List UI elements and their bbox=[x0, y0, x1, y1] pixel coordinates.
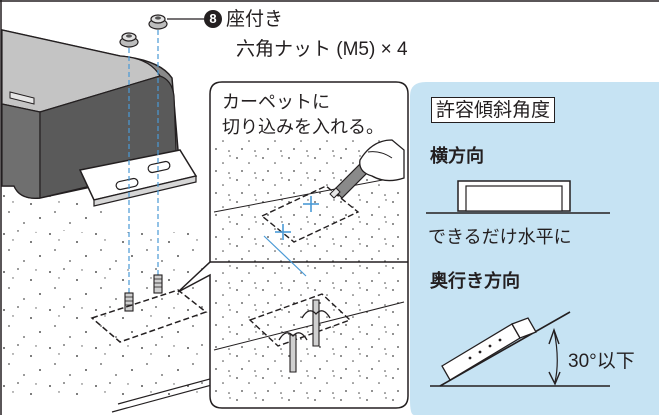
carpet-callout bbox=[177, 81, 409, 409]
floor-stud bbox=[153, 274, 163, 294]
angle-arrow-down bbox=[548, 371, 561, 386]
tilt-panel-background bbox=[410, 82, 659, 415]
carpet-callout-line2: 切り込みを入れる。 bbox=[222, 117, 384, 137]
depth-heading: 奥行き方向 bbox=[430, 271, 520, 291]
nut-name: 座付き bbox=[226, 9, 284, 30]
bracket-slot bbox=[115, 177, 139, 191]
angle-limit-label: 30°以下 bbox=[568, 351, 635, 372]
horizontal-heading: 横方向 bbox=[430, 146, 484, 166]
cut-mark-cross bbox=[275, 224, 291, 240]
part-number-badge: 8 bbox=[204, 10, 222, 28]
nut-spec: 六角ナット (M5) × 4 bbox=[236, 39, 408, 60]
horizontal-unit-illustration bbox=[426, 180, 610, 214]
carpet-callout-line1: カーペットに bbox=[222, 92, 330, 112]
angle-arrow-up bbox=[548, 327, 560, 345]
carpet-cut-outline bbox=[260, 185, 360, 243]
horizontal-note: できるだけ水平に bbox=[428, 227, 572, 247]
bracket-slot bbox=[147, 160, 171, 174]
hex-nut bbox=[119, 32, 139, 48]
stud-through-carpet bbox=[278, 332, 308, 373]
stud-through-carpet bbox=[301, 299, 331, 347]
cut-mark-cross bbox=[303, 196, 319, 212]
carpet-cut-outline bbox=[90, 289, 208, 343]
tilted-unit-illustration bbox=[430, 311, 610, 387]
hand-icon bbox=[359, 139, 405, 182]
tilt-panel-title: 許容傾斜角度 bbox=[431, 97, 556, 123]
carpet-floor bbox=[0, 195, 205, 400]
hex-nut bbox=[148, 14, 168, 30]
floor-stud bbox=[124, 292, 134, 312]
angle-arc bbox=[553, 329, 558, 383]
